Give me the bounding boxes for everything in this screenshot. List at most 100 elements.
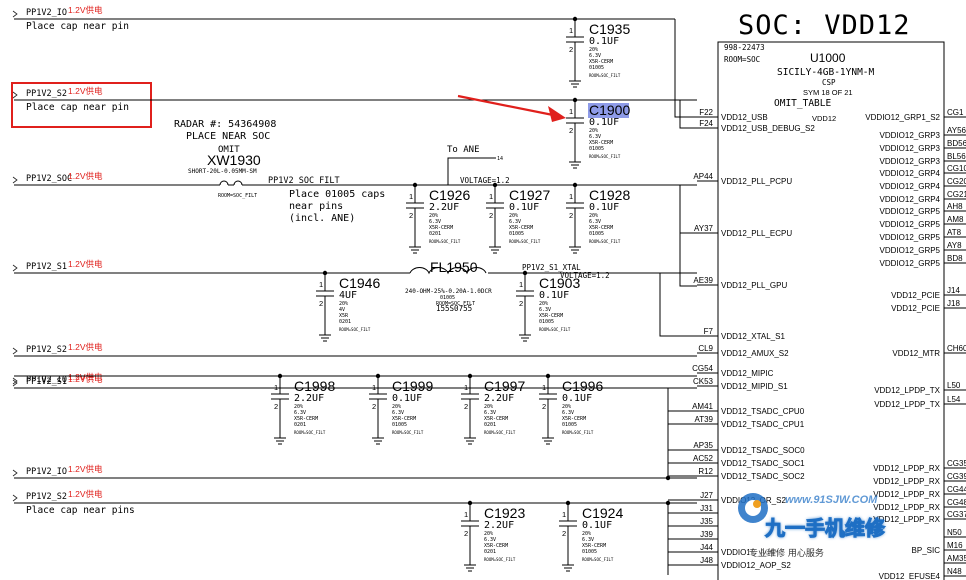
pin-name: VDDIO12_GRP3	[880, 157, 941, 166]
rail-net-label: PP1V2_IO	[26, 8, 67, 18]
chip-package: CSP	[822, 78, 836, 87]
pin-name: VDD12_LPDP_RX	[873, 464, 940, 473]
pin-number: AY8	[947, 241, 962, 250]
rail-arrow	[12, 10, 18, 18]
cap-dielectric: X5R-CERM	[509, 225, 533, 231]
pin-number: BD56	[947, 139, 966, 148]
pin-number: BD8	[947, 254, 963, 263]
cap-room: ROOM=SOC_FILT	[294, 430, 326, 435]
pin-name: VDD12_TSADC_CPU1	[721, 420, 805, 429]
pin-number: AP44	[693, 172, 713, 181]
svg-text:1: 1	[569, 107, 573, 116]
pin-number: F24	[699, 119, 713, 128]
cap-tolerance: 20%	[484, 531, 493, 537]
rail-note: 1.2V供电	[68, 86, 103, 96]
rail-place-note: Place cap near pin	[26, 21, 129, 32]
cap-voltage: 6.3V	[539, 307, 551, 313]
cap-voltage: 6.3V	[294, 410, 306, 416]
rail-arrow	[12, 347, 18, 355]
pin-name: VDDIO12_GRP5	[880, 220, 941, 229]
cap-value: 0.1UF	[582, 520, 612, 531]
cap-tolerance: 20%	[539, 301, 548, 307]
cap-voltage: 4V	[339, 307, 345, 313]
cap-dielectric: X5R	[339, 313, 349, 319]
cap-value: 2.2UF	[484, 393, 514, 404]
pin-number: CG35	[947, 459, 966, 468]
xtal-net: PP1V2_S1_XTAL	[522, 263, 581, 272]
svg-text:1: 1	[464, 510, 468, 519]
capacitor-c1903: 12	[516, 273, 534, 342]
rail-note: 1.2V供电	[68, 464, 103, 474]
cap-dielectric: X5R-CERM	[589, 140, 613, 146]
cap-value: 2.2UF	[294, 393, 324, 404]
pin-name: VDDIO12_GRP4	[880, 182, 941, 191]
omit-label: OMIT	[218, 145, 240, 155]
rail-net-label: PP1V2_IO	[26, 467, 67, 477]
rail-note: 1.2V供电	[68, 374, 103, 384]
capacitor-c1998: 12	[271, 376, 289, 445]
cap-dielectric: X5R-CERM	[589, 225, 613, 231]
pin-number: CH60	[947, 344, 966, 353]
capacitor-c1926: 12	[406, 185, 424, 254]
wire	[447, 157, 496, 185]
cap-size: 0201	[429, 231, 441, 237]
pin-number: CG10	[947, 164, 966, 173]
pin-name: VDD12_MTR	[892, 349, 940, 358]
chip-room: ROOM=SOC	[724, 55, 760, 64]
cap-voltage: 6.3V	[582, 537, 594, 543]
rail-net-label: PP1V2_SOC	[26, 174, 72, 184]
cap-ref: C1928	[589, 187, 630, 203]
capacitor-c1946: 12	[316, 273, 334, 342]
pin-name: VDD12_MIPID_S1	[721, 382, 788, 391]
xw1930-ref: XW1930	[207, 152, 261, 168]
cap-dielectric: X5R-CERM	[562, 416, 586, 422]
chip-u1000	[717, 41, 945, 580]
pin-name: VDD12_LPDP_RX	[873, 515, 940, 524]
pin-number: F7	[704, 327, 714, 336]
svg-text:2: 2	[464, 402, 468, 411]
pin-name: VDD12_PLL_PCPU	[721, 177, 792, 186]
cap-size: 0201	[294, 422, 306, 428]
cap-dielectric: X5R-CERM	[582, 543, 606, 549]
fl1950-desc: 240-OHM-25%-0.20A-1.0DCR	[405, 288, 492, 295]
rail-note: 1.2V供电	[68, 5, 103, 15]
chip-part-no: 998-22473	[724, 43, 765, 52]
pin-name: VDD12_MIPIC	[721, 369, 774, 378]
pin-name: VDDIO12_GRP1_S2	[865, 113, 940, 122]
rail-net-label: PP1V2_S2	[26, 89, 67, 99]
rail-net-label: PP1V2_S1	[26, 377, 67, 387]
pin-number: R12	[698, 467, 713, 476]
cap-tolerance: 20%	[484, 404, 493, 410]
rail-arrow	[12, 379, 18, 387]
fl1950-pn: 155S0755	[436, 304, 472, 313]
cap-size: 01005	[539, 319, 554, 325]
cap-voltage: 6.3V	[589, 219, 601, 225]
to-ane: To ANE	[447, 145, 480, 155]
pin-number: AM41	[692, 402, 713, 411]
capacitor-c1924: 12	[559, 503, 577, 572]
pin-name: VDD12_EFUSE4	[879, 572, 941, 580]
red-arrowhead	[548, 106, 566, 122]
svg-text:2: 2	[542, 402, 546, 411]
cap-size: 01005	[589, 146, 604, 152]
wire	[679, 100, 697, 129]
xw1930-desc: SHORT-20L-0.05MM-SM	[188, 168, 257, 175]
cap-size: 01005	[589, 231, 604, 237]
cap-tolerance: 20%	[339, 301, 348, 307]
pin-name: VDD12_LPDP_RX	[873, 490, 940, 499]
pin-number: AT39	[694, 415, 713, 424]
pin-number: CG48	[947, 498, 966, 507]
pin-number: F22	[699, 108, 713, 117]
svg-text:2: 2	[274, 402, 278, 411]
svg-text:2: 2	[519, 299, 523, 308]
cap-voltage: 6.3V	[509, 219, 521, 225]
pin-name: VDDIO12_AOP_S2	[721, 561, 791, 570]
svg-text:1: 1	[409, 192, 413, 201]
svg-text:2: 2	[409, 211, 413, 220]
pin-number: N50	[947, 528, 962, 537]
svg-text:2: 2	[569, 126, 573, 135]
fl1950-room: ROOM=SOC_FILT	[436, 301, 475, 307]
fl1950-size: 01005	[440, 295, 455, 301]
capacitor-c1935: 12	[566, 19, 584, 88]
cap-ref: C1926	[429, 187, 470, 203]
